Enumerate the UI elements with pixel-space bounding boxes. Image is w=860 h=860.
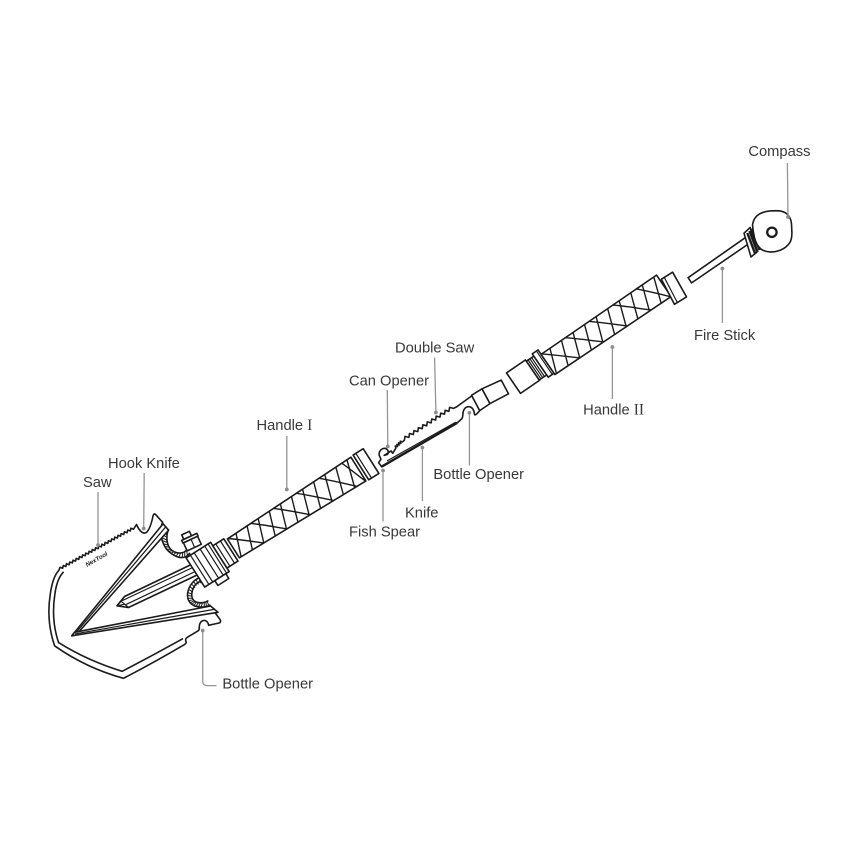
svg-text:Compass: Compass	[748, 144, 810, 160]
svg-text:Fish Spear: Fish Spear	[349, 525, 420, 541]
svg-text:Hook Knife: Hook Knife	[108, 456, 180, 472]
svg-text:Can Opener: Can Opener	[349, 374, 429, 390]
svg-text:Saw: Saw	[83, 475, 112, 491]
svg-text:Handle II: Handle II	[583, 401, 644, 418]
svg-text:Double Saw: Double Saw	[395, 340, 475, 356]
svg-text:Handle I: Handle I	[257, 417, 313, 434]
svg-text:Bottle Opener: Bottle Opener	[222, 677, 313, 693]
svg-text:Fire Stick: Fire Stick	[694, 328, 756, 344]
svg-text:Bottle Opener: Bottle Opener	[433, 467, 524, 483]
svg-text:Knife: Knife	[405, 506, 438, 522]
